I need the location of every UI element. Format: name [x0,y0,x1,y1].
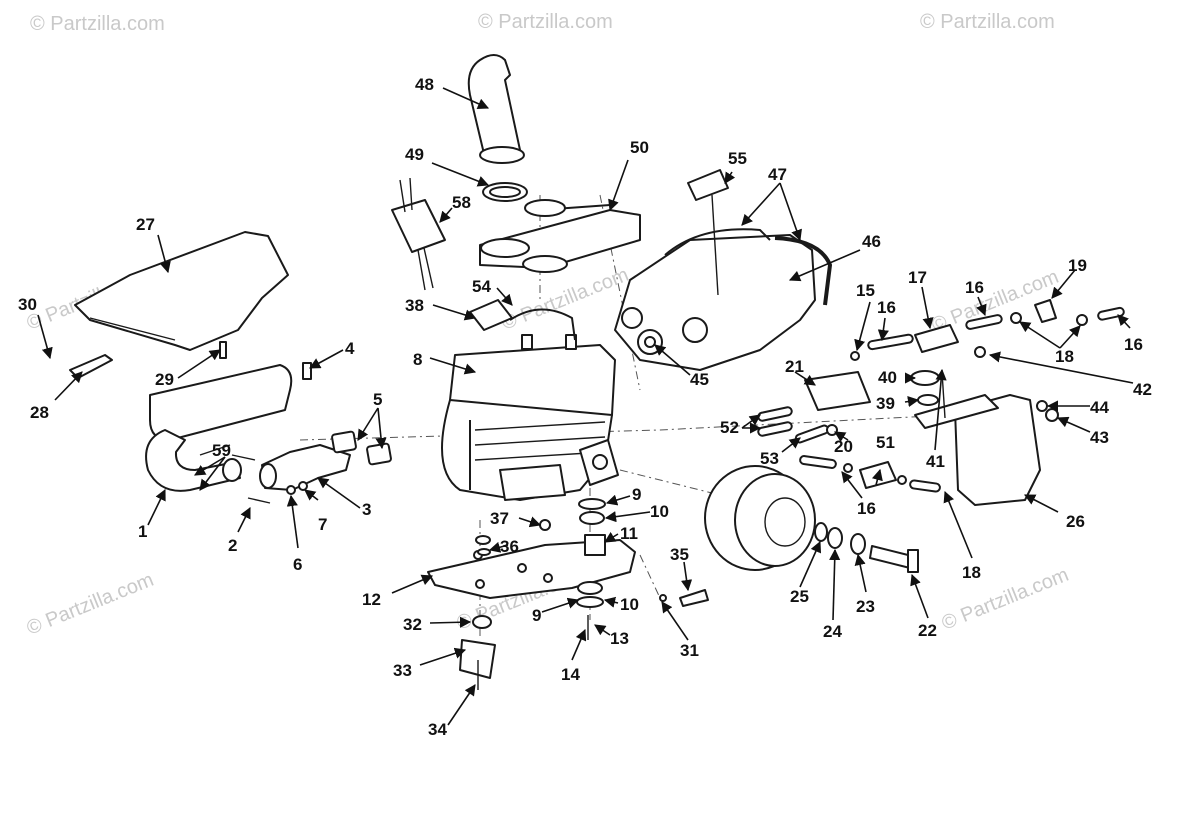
watermark: © Partzilla.com [24,569,157,640]
watermark: © Partzilla.com [939,564,1072,635]
callout-44: 44 [1090,398,1109,417]
callout-36: 36 [500,537,519,556]
callout-33: 33 [393,661,412,680]
engine-plate [427,498,709,690]
callout-40: 40 [878,368,897,387]
callout-3: 3 [362,500,371,519]
fuel-pump-bracket [757,371,871,444]
callout-59: 59 [212,441,231,460]
callout-13: 13 [610,629,629,648]
leader-lines [37,87,1134,726]
callout-58: 58 [452,193,471,212]
callout-45: 45 [690,370,709,389]
callout-51: 51 [876,433,895,452]
callout-19: 19 [1068,256,1087,275]
callout-9b: 9 [532,606,541,625]
callout-54: 54 [472,277,491,296]
callout-16d: 16 [857,499,876,518]
callout-28: 28 [30,403,49,422]
callout-46: 46 [862,232,881,251]
callout-43: 43 [1090,428,1109,447]
callout-17: 17 [908,268,927,287]
callout-14: 14 [561,665,580,684]
callout-49: 49 [405,145,424,164]
callout-29: 29 [155,370,174,389]
callout-31: 31 [680,641,699,660]
watermark: © Partzilla.com [30,13,165,35]
callout-34: 34 [428,720,447,739]
callout-55: 55 [728,149,747,168]
callout-16a: 16 [877,298,896,317]
callout-5: 5 [373,390,382,409]
callout-16c: 16 [1124,335,1143,354]
callout-48: 48 [415,75,434,94]
callout-18b: 18 [962,563,981,582]
callout-50: 50 [630,138,649,157]
callout-18a: 18 [1055,347,1074,366]
callout-10: 10 [650,502,669,521]
callout-16b: 16 [965,278,984,297]
callout-35: 35 [670,545,689,564]
callout-47: 47 [768,165,787,184]
callout-8: 8 [413,350,422,369]
callout-4: 4 [345,339,355,358]
callout-15: 15 [856,281,875,300]
callout-22: 22 [918,621,937,640]
callout-38: 38 [405,296,424,315]
callout-53: 53 [760,449,779,468]
callout-11: 11 [620,524,638,543]
callout-24: 24 [823,622,842,641]
callout-labels: 48 49 50 55 47 46 58 27 30 29 28 4 5 3 7… [18,75,1152,739]
callout-1: 1 [138,522,147,541]
callout-21: 21 [785,357,804,376]
belt-guard [69,231,289,379]
watermark: © Partzilla.com [920,11,1055,33]
callout-39: 39 [876,394,895,413]
callout-30: 30 [18,295,37,314]
callout-42: 42 [1133,380,1152,399]
callout-7: 7 [318,515,327,534]
callout-9: 9 [632,485,641,504]
exhaust-muffler [145,364,293,492]
watermark: © Partzilla.com [478,11,613,33]
callout-23: 23 [856,597,875,616]
drive-clutch [704,465,919,573]
callout-26: 26 [1066,512,1085,531]
callout-6: 6 [293,555,302,574]
callout-12: 12 [362,590,381,609]
callout-27: 27 [136,215,155,234]
callout-41: 41 [926,452,945,471]
callout-10b: 10 [620,595,639,614]
oil-tank [910,346,1059,506]
air-silencer [479,199,641,273]
callout-52: 52 [720,418,739,437]
callout-37: 37 [490,509,509,528]
air-intake-tube [467,54,528,202]
callout-20: 20 [834,437,853,456]
callout-25: 25 [790,587,809,606]
callout-32: 32 [403,615,422,634]
watermark: © Partzilla.com [499,264,632,335]
fuel-tank [614,169,832,371]
ignition-coil [391,177,446,291]
callout-2: 2 [228,536,237,555]
engine-block [441,299,619,501]
